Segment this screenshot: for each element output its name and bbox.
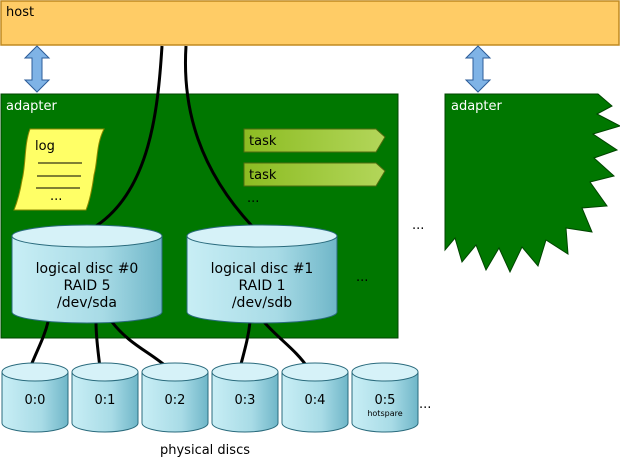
adapter-secondary-label: adapter: [451, 99, 503, 114]
host-adapter-arrow-left: [23, 45, 51, 93]
logical-discs-more: ...: [356, 270, 368, 285]
physical-disc-body: [71, 372, 139, 433]
physical-discs-caption: physical discs: [160, 443, 250, 458]
task-item: task: [243, 128, 386, 153]
task-item: task: [243, 162, 386, 187]
host-adapter-arrow-right: [464, 45, 492, 93]
logical-disc-device: /dev/sda: [57, 295, 117, 311]
physical-disc-top: [281, 362, 349, 382]
physical-disc-body: [351, 372, 419, 433]
physical-disc-body: [141, 372, 209, 433]
physical-disc: 0:4: [281, 362, 349, 433]
physical-disc-top: [71, 362, 139, 382]
physical-disc: 0:1: [71, 362, 139, 433]
host-box: host: [0, 0, 620, 46]
physical-disc-note: hotspare: [367, 409, 402, 418]
physical-disc-top: [1, 362, 69, 382]
logical-disc-raid: RAID 1: [238, 278, 285, 294]
host-cable: [95, 45, 164, 228]
physical-disc-body: [281, 372, 349, 433]
logical-disc-raid: RAID 5: [63, 278, 110, 294]
physical-disc: 0:0: [1, 362, 69, 433]
host-label: host: [6, 5, 34, 20]
physical-disc-body: [1, 372, 69, 433]
physical-disc-id: 0:4: [305, 393, 326, 408]
physical-disc-top: [211, 362, 279, 382]
physical-disc-top: [351, 362, 419, 382]
logical-disc-device: /dev/sdb: [232, 295, 292, 311]
adapter-secondary: adapter: [444, 93, 620, 274]
adapters-more: ...: [412, 218, 424, 233]
physical-disc-id: 0:1: [95, 393, 116, 408]
physical-disc-id: 0:0: [25, 393, 46, 408]
task-label: task: [249, 168, 277, 183]
physical-disc-top: [141, 362, 209, 382]
log-scroll: log ...: [13, 128, 105, 211]
host-cable: [183, 45, 254, 228]
physical-disc-id: 0:5: [375, 393, 396, 408]
logical-disc-name: logical disc #1: [211, 261, 314, 277]
physical-discs-more: ...: [419, 397, 431, 412]
physical-disc-id: 0:2: [165, 393, 186, 408]
log-label: log: [35, 139, 55, 154]
logical-disc-name: logical disc #0: [36, 261, 139, 277]
logical-disc: logical disc #1 RAID 1 /dev/sdb: [186, 224, 338, 324]
logical-disc: logical disc #0 RAID 5 /dev/sda: [11, 224, 163, 324]
adapter-label: adapter: [6, 99, 58, 114]
physical-disc-body: [211, 372, 279, 433]
physical-disc: 0:2: [141, 362, 209, 433]
task-label: task: [249, 134, 277, 149]
physical-disc-id: 0:3: [235, 393, 256, 408]
log-more: ...: [50, 189, 62, 204]
physical-disc: 0:3: [211, 362, 279, 433]
tasks-more: ...: [247, 191, 259, 206]
